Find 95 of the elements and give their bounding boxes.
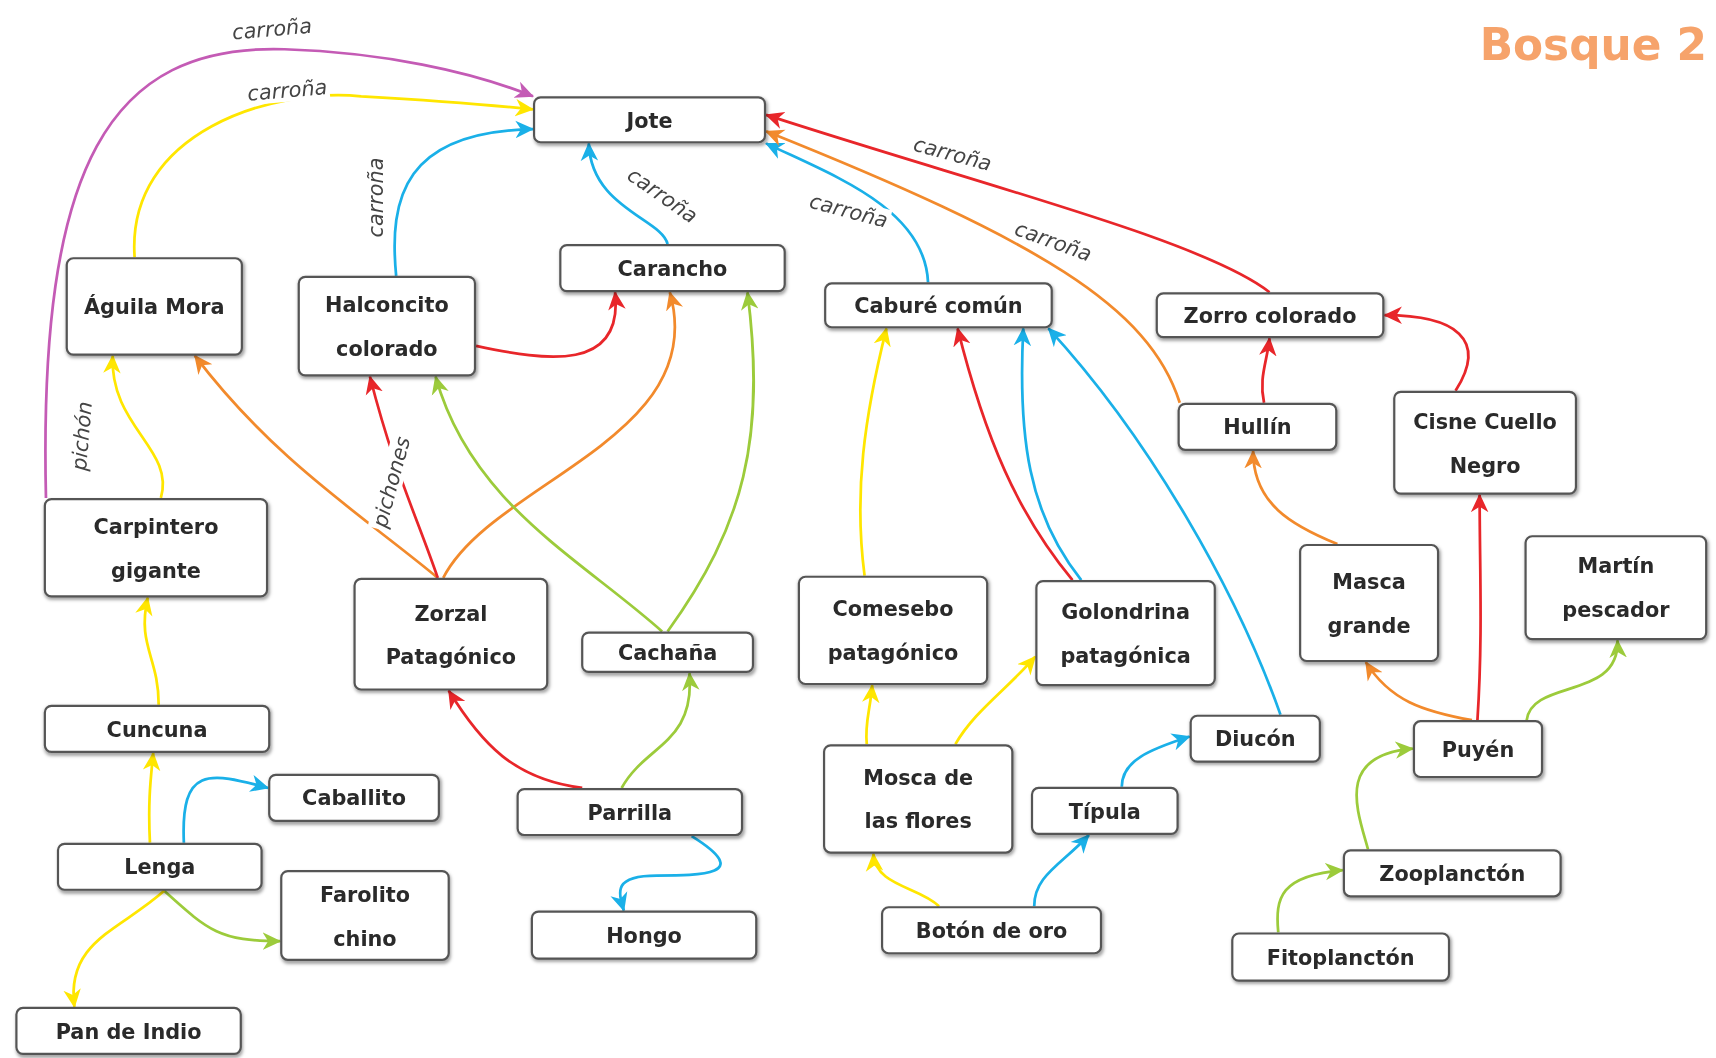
species-box	[1189, 714, 1321, 763]
species-box	[823, 744, 1014, 854]
species-name: Hullín	[1222, 413, 1293, 441]
food-arrow	[765, 129, 1182, 404]
species-box	[881, 906, 1103, 955]
species-box	[43, 497, 269, 598]
species-name: Zorro colorado	[1182, 302, 1358, 330]
food-arrow	[142, 751, 161, 843]
species-box	[1035, 580, 1216, 687]
food-arrow	[432, 375, 663, 633]
species-box	[1299, 543, 1440, 663]
species-name: Farolito chino	[318, 880, 411, 952]
species-box	[1030, 786, 1179, 836]
species-name: Cachaña	[616, 639, 719, 667]
food-arrow	[475, 291, 625, 358]
diagram-title: Bosque 2	[1479, 19, 1707, 71]
food-arrow	[954, 655, 1037, 745]
food-arrow	[867, 852, 940, 908]
food-arrow	[104, 354, 165, 499]
species-name: Golondrina patagónica	[1059, 598, 1192, 670]
species-box	[824, 282, 1053, 329]
species-box	[1342, 849, 1562, 898]
food-arrow	[620, 671, 699, 789]
food-arrow	[447, 689, 583, 790]
species-box	[516, 787, 744, 837]
food-arrow	[1120, 733, 1191, 787]
species-name: Halconcito colorado	[324, 291, 450, 363]
food-arrow	[610, 835, 722, 912]
food-arrow	[1355, 742, 1414, 850]
food-arrow	[64, 889, 166, 1008]
food-arrow	[1364, 661, 1473, 722]
food-arrow	[1032, 834, 1090, 907]
species-box	[559, 244, 786, 293]
species-name: Hongo	[605, 922, 683, 950]
food-arrow	[1245, 449, 1338, 546]
food-arrow	[953, 327, 1074, 581]
species-name: Parrilla	[586, 799, 674, 827]
species-box	[297, 275, 477, 377]
species-name: Martín pescador	[1561, 552, 1671, 624]
species-name: Zooplanctón	[1378, 860, 1527, 888]
food-arrow	[163, 889, 282, 950]
food-arrow	[1525, 639, 1625, 721]
species-box	[530, 910, 758, 960]
species-box	[1393, 390, 1578, 495]
species-name: Carpintero gigante	[92, 512, 220, 584]
species-box	[56, 842, 263, 891]
species-name: Águila Mora	[83, 293, 226, 321]
species-name: Caballito	[301, 784, 407, 812]
food-arrow	[135, 596, 161, 705]
species-box	[581, 631, 755, 674]
species-box	[1412, 720, 1544, 779]
food-arrow	[1013, 327, 1083, 581]
species-name: Típula	[1067, 797, 1142, 825]
food-arrow	[765, 111, 1271, 294]
species-name: Pan de Indio	[54, 1017, 203, 1045]
food-arrow	[442, 291, 682, 579]
species-box	[1524, 535, 1708, 641]
food-arrow	[193, 354, 439, 579]
species-box	[280, 870, 450, 961]
food-arrow	[1470, 493, 1489, 721]
food-arrow	[182, 775, 270, 843]
species-name: Zorzal Patagónico	[384, 599, 518, 671]
species-box	[43, 704, 271, 753]
species-box	[1231, 932, 1451, 982]
species-box	[268, 773, 440, 822]
food-arrow	[1276, 863, 1344, 933]
species-box	[353, 577, 549, 691]
species-name: Puyén	[1440, 736, 1516, 764]
food-arrow	[861, 684, 880, 745]
species-name: Jote	[624, 106, 674, 134]
species-name: Cisne Cuello Negro	[1412, 407, 1558, 479]
food-arrow	[582, 142, 669, 245]
food-arrow	[44, 47, 534, 498]
species-name: Masca grande	[1326, 568, 1412, 639]
species-box	[1155, 292, 1385, 339]
food-arrow	[1383, 306, 1470, 392]
species-name: Fitoplanctón	[1265, 944, 1416, 972]
species-name: Botón de oro	[914, 917, 1069, 945]
food-arrow	[765, 142, 930, 283]
food-arrow	[666, 291, 759, 633]
species-name: Carancho	[616, 255, 729, 283]
species-name: Cuncuna	[105, 715, 209, 743]
food-arrow	[1047, 327, 1282, 716]
species-box	[532, 96, 767, 144]
species-name: Caburé común	[853, 292, 1024, 320]
species-box	[1177, 402, 1338, 451]
species-box	[15, 1006, 242, 1055]
species-box	[797, 575, 989, 686]
food-arrow	[1258, 337, 1277, 403]
species-name: Diucón	[1213, 725, 1297, 753]
species-name: Comesebo patagónico	[826, 595, 960, 667]
food-arrow	[858, 327, 891, 576]
species-name: Mosca de las flores	[862, 764, 975, 835]
species-name: Lenga	[123, 853, 197, 881]
species-box	[65, 257, 243, 356]
